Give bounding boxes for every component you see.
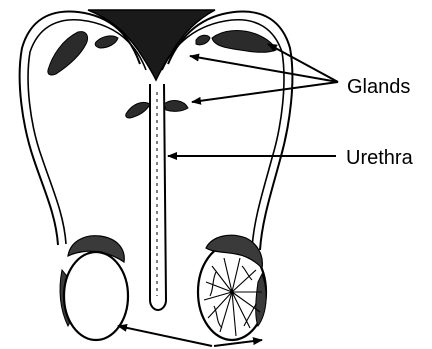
left-duct-inner (28, 20, 146, 244)
urethra-label: Urethra (346, 147, 414, 169)
urethra-tube (150, 84, 166, 310)
right-small-gland (196, 35, 210, 45)
right-urethral-gland (164, 101, 188, 112)
left-urethral-gland (126, 102, 150, 118)
left-lower-gland (95, 36, 118, 48)
left-upper-gland (48, 32, 88, 75)
glands-arrow-3 (192, 82, 338, 102)
testis-arrow-left (118, 326, 212, 346)
glands-label: Glands (347, 76, 410, 98)
testis-arrow-right (214, 340, 262, 346)
right-upper-gland (212, 31, 276, 53)
